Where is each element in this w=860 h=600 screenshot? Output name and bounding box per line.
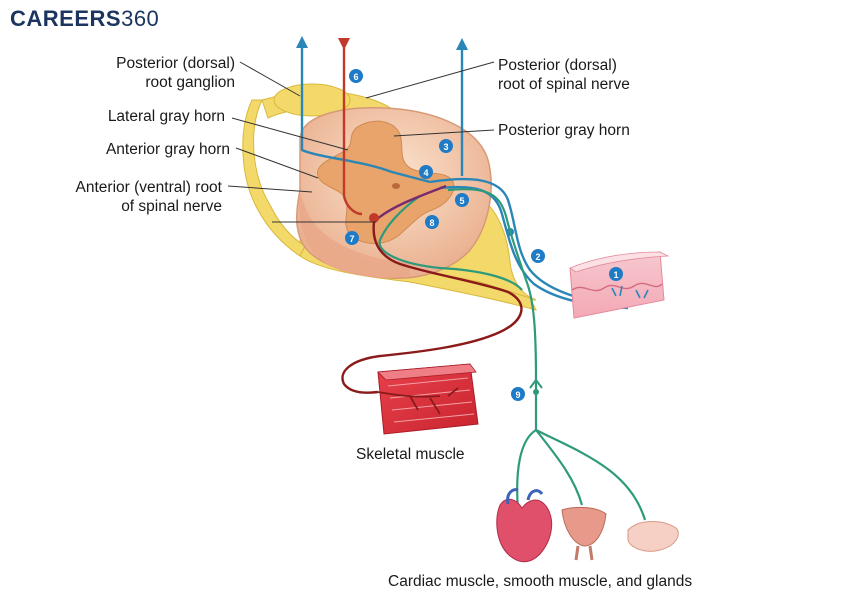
sensory-neuron-peripheral: [429, 177, 611, 306]
central-canal: [392, 183, 400, 189]
skeletal-muscle-top: [377, 363, 477, 381]
somatic-motor-descending: [342, 40, 363, 216]
marker-4: 4: [419, 165, 433, 179]
marker-6: 6: [349, 69, 363, 83]
label-posterior-dorsal-root: Posterior (dorsal) root of spinal nerve: [498, 57, 630, 93]
svg-text:7: 7: [349, 234, 354, 244]
bladder: [561, 506, 607, 547]
bladder-stem: [574, 545, 594, 561]
sensory-receptor: [611, 285, 649, 299]
label-posterior-root-ganglion: Posterior (dorsal) root ganglion: [116, 55, 235, 91]
marker-5: 5: [455, 193, 469, 207]
sensory-neuron-arrow-up-right: [456, 38, 468, 50]
heart-vessels: [506, 488, 544, 505]
logo-number: 360: [121, 6, 160, 31]
label-effectors: Cardiac muscle, smooth muscle, and gland…: [388, 573, 693, 590]
sensory-neuron-arrow-up-left: [296, 36, 308, 48]
leader-ganglion: [239, 61, 301, 97]
ventral-rootlet: [242, 99, 306, 257]
leader-anterior-horn: [235, 147, 319, 179]
svg-text:8: 8: [429, 218, 434, 228]
svg-text:3: 3: [443, 142, 448, 152]
gray-matter: [317, 120, 455, 244]
svg-text:1: 1: [613, 270, 618, 280]
interneuron: [375, 184, 447, 221]
label-anterior-gray-horn: Anterior gray horn: [105, 141, 230, 158]
leader-anterior-root: [227, 185, 313, 193]
heart: [496, 498, 553, 563]
marker-8: 8: [425, 215, 439, 229]
marker-2: 2: [531, 249, 545, 263]
marker-1: 1: [609, 267, 623, 281]
marker-3: 3: [439, 139, 453, 153]
label-lateral-gray-horn: Lateral gray horn: [107, 108, 225, 125]
svg-text:6: 6: [353, 72, 358, 82]
somatic-motor-axon: [341, 221, 523, 394]
skin-ridges: [571, 282, 663, 292]
autonomic-preganglionic: [378, 195, 523, 291]
marker-7: 7: [345, 231, 359, 245]
somatic-motor-arrow-down: [338, 38, 350, 50]
gland: [627, 521, 679, 552]
motor-neuron-cell-body: [369, 213, 379, 223]
leader-posterior-root: [365, 61, 495, 99]
motor-endings: [377, 387, 459, 415]
autonomic-branch-heart: [516, 429, 537, 511]
svg-text:4: 4: [423, 168, 428, 178]
spinal-cord-front-face: [299, 190, 410, 278]
autonomic-branch-bladder: [535, 429, 584, 506]
logo-brand: CAREERS: [10, 6, 122, 31]
marker-9: 9: [511, 387, 525, 401]
svg-text:9: 9: [515, 390, 520, 400]
sensory-neuron-ascending: [300, 42, 431, 184]
label-anterior-ventral-root: Anterior (ventral) root of spinal nerve: [75, 179, 222, 215]
label-posterior-gray-horn: Posterior gray horn: [498, 122, 630, 139]
leader-posterior-horn: [393, 129, 495, 137]
skin-top: [569, 251, 670, 273]
autonomic-neuron: [447, 188, 538, 430]
logo: CAREERS360: [10, 6, 159, 32]
leader-lateral-horn: [231, 117, 349, 151]
autonomic-ganglion-dot: [533, 389, 539, 395]
autonomic-synapse: [529, 378, 543, 389]
muscle-striations: [387, 377, 475, 423]
autonomic-branch-gland: [535, 429, 647, 521]
svg-text:2: 2: [535, 252, 540, 262]
label-skeletal-muscle: Skeletal muscle: [356, 446, 465, 463]
svg-text:5: 5: [459, 196, 464, 206]
